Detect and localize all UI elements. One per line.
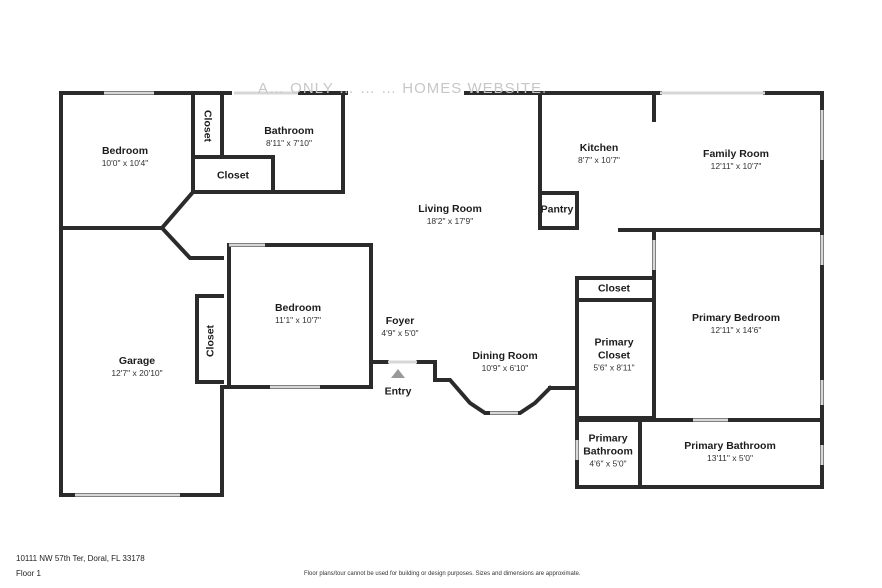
room-name: Garage: [118, 355, 156, 368]
room-name: Living Room: [418, 203, 482, 216]
room-closet-hall: Closet: [217, 169, 249, 182]
room-family-room: Family Room 12'11" x 10'7": [703, 148, 769, 172]
windows: [75, 91, 824, 497]
room-dims: 10'0" x 10'4": [101, 158, 149, 169]
watermark: A… ONLY … … … HOMES WEBSITE.: [258, 80, 548, 97]
footer-disclaimer: Floor plans/tour cannot be used for buil…: [304, 571, 581, 577]
room-name: Primary Bedroom: [691, 312, 781, 325]
room-name: Family Room: [703, 148, 769, 161]
room-closet-left: Closet: [204, 325, 217, 357]
entry-text: Entry: [384, 385, 412, 398]
room-dims: 5'6" x 8'11": [593, 362, 635, 373]
room-dims: 12'11" x 14'6": [710, 325, 762, 336]
room-bathroom: Bathroom 8'11" x 7'10": [264, 125, 314, 149]
footer-address: 10111 NW 57th Ter, Doral, FL 33178: [16, 554, 145, 563]
room-dims: 10'9" x 6'10": [481, 363, 529, 374]
room-kitchen: Kitchen 8'7" x 10'7": [578, 142, 620, 166]
room-garage: Garage 12'7" x 20'10": [111, 355, 162, 379]
room-dims: 4'9" x 5'0": [381, 328, 419, 339]
room-name: Closet: [216, 169, 250, 182]
room-name: Bedroom: [101, 145, 149, 158]
room-primary-bathroom: Primary Bathroom 13'11" x 5'0": [684, 440, 776, 464]
room-name: Primary Bathroom: [583, 432, 633, 458]
room-primary-closet: Primary Closet 5'6" x 8'11": [584, 337, 644, 374]
room-foyer: Foyer 4'9" x 5'0": [381, 315, 418, 339]
entry-label: Entry: [385, 385, 412, 398]
room-bedroom-1: Bedroom 10'0" x 10'4": [102, 145, 149, 169]
room-dims: 18'2" x 17'9": [426, 216, 474, 227]
room-name: Dining Room: [472, 350, 538, 363]
room-dims: 12'7" x 20'10": [111, 368, 163, 379]
room-primary-bathroom-small: Primary Bathroom 4'6" x 5'0": [579, 433, 637, 470]
room-name: Closet: [201, 109, 214, 143]
room-name: Foyer: [385, 315, 415, 328]
room-name: Pantry: [540, 203, 574, 216]
room-living-room: Living Room 18'2" x 17'9": [418, 203, 482, 227]
room-name: Kitchen: [579, 142, 619, 155]
room-name: Closet: [597, 282, 631, 295]
room-dims: 8'7" x 10'7": [578, 155, 620, 166]
room-dims: 13'11" x 5'0": [706, 453, 753, 464]
room-bedroom-2: Bedroom 11'1" x 10'7": [275, 302, 321, 326]
room-dining-room: Dining Room 10'9" x 6'10": [472, 350, 537, 374]
walls: [59, 91, 824, 497]
room-name: Bedroom: [274, 302, 322, 315]
room-name: Bathroom: [264, 125, 314, 138]
room-dims: 8'11" x 7'10": [266, 138, 312, 149]
room-closet-top: Closet: [200, 109, 214, 143]
room-name: Primary Bathroom: [684, 440, 776, 453]
room-name: Primary Closet: [594, 336, 634, 362]
room-dims: 11'1" x 10'7": [275, 315, 321, 326]
room-pantry: Pantry: [541, 203, 574, 216]
room-dims: 4'6" x 5'0": [589, 458, 627, 469]
room-primary-bedroom: Primary Bedroom 12'11" x 14'6": [692, 312, 780, 336]
room-name: Closet: [204, 324, 217, 358]
room-dims: 12'11" x 10'7": [710, 161, 762, 172]
entry-arrow-icon: [391, 369, 405, 378]
footer-floor: Floor 1: [16, 569, 41, 578]
room-closet-primary: Closet: [598, 282, 630, 295]
